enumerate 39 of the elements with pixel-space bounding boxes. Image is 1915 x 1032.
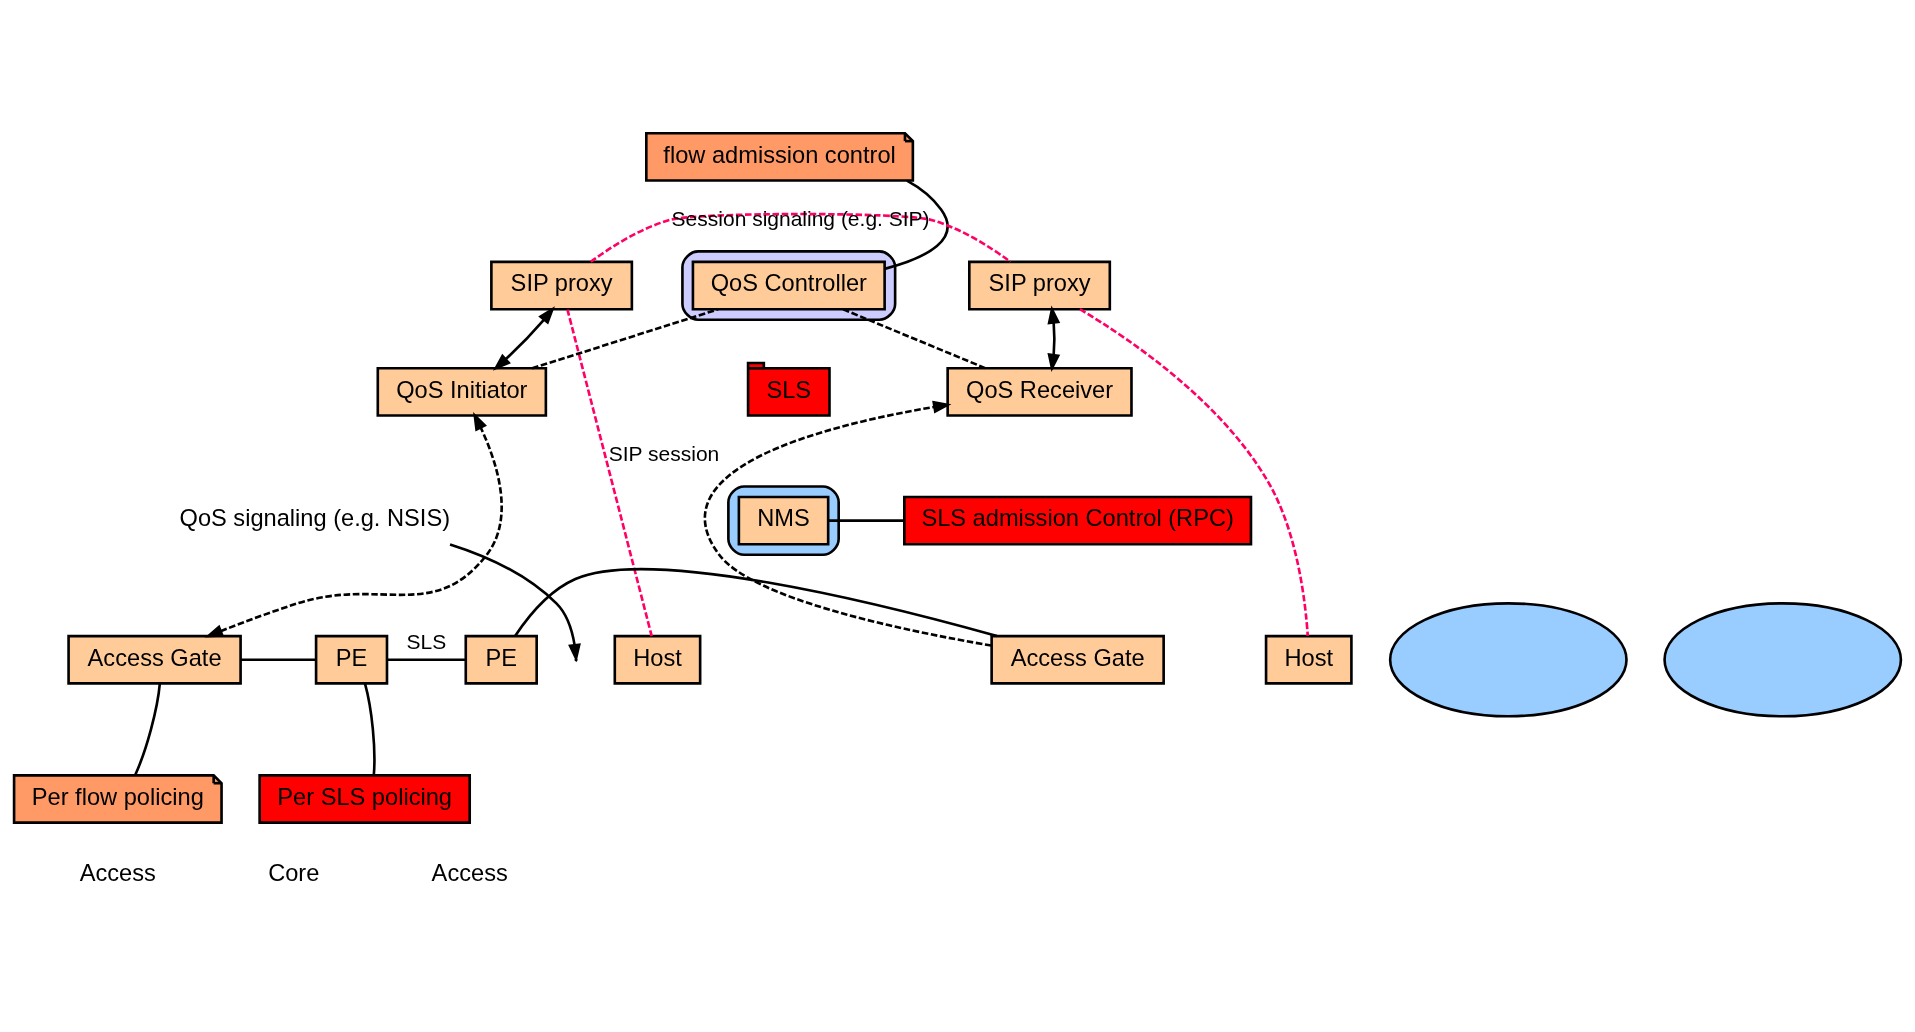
arrow — [1047, 305, 1061, 373]
node-text: QoS signaling (e.g. NSIS) — [179, 505, 451, 532]
node-box: QoS Initiator — [376, 366, 548, 417]
node-box: Access Gate — [990, 634, 1165, 685]
connector — [566, 309, 653, 637]
node-box: QoS Controller — [691, 260, 886, 311]
node-box: Access Gate — [67, 634, 242, 685]
node-box: SIP proxy — [490, 260, 634, 311]
connector — [1079, 308, 1310, 636]
connector — [884, 179, 949, 271]
connector — [842, 308, 986, 370]
node-box: SIP proxy — [968, 260, 1112, 311]
node-box: Host — [1264, 634, 1353, 685]
label: Core — [268, 859, 320, 886]
node-box: PE — [464, 634, 538, 685]
connector — [363, 683, 376, 776]
node-box: Per SLS policing — [258, 774, 472, 824]
arrow — [704, 400, 992, 647]
node-box: PE — [314, 634, 389, 685]
arrow — [492, 306, 555, 371]
connector — [134, 683, 162, 776]
connector — [387, 658, 466, 662]
cluster — [681, 250, 897, 321]
edge-label: SIP session — [608, 442, 720, 466]
node-box: QoS Receiver — [946, 366, 1133, 417]
label: Access — [431, 859, 508, 886]
node-box: SLS admission Control (RPC) — [903, 495, 1253, 546]
connector — [531, 308, 719, 370]
edge-label: SLS — [406, 630, 447, 654]
connector — [240, 658, 317, 662]
node-ellipse — [1388, 602, 1628, 718]
connector — [828, 519, 905, 522]
node-box: Host — [613, 634, 702, 685]
arrow — [204, 412, 503, 638]
connector — [514, 568, 998, 638]
label: Access — [79, 859, 156, 886]
node-box: NMS — [737, 495, 830, 546]
node-ellipse — [1663, 602, 1903, 718]
cluster — [727, 485, 840, 557]
